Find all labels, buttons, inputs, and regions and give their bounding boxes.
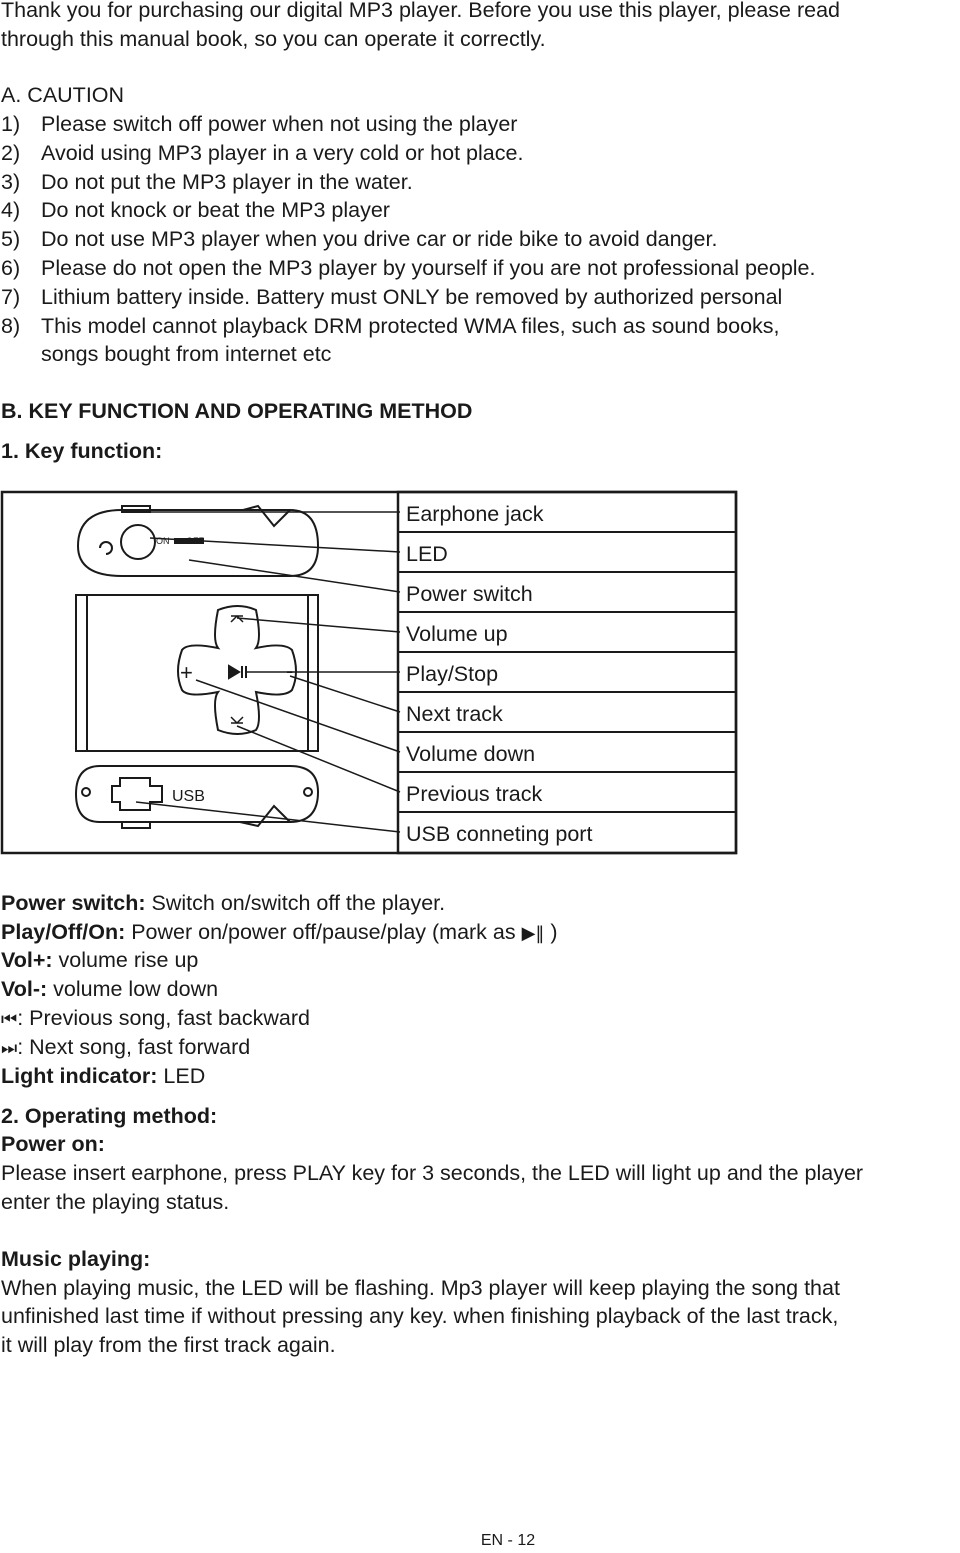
music-playing-heading: Music playing: bbox=[1, 1247, 151, 1271]
previous-track-icon: ⏮ bbox=[1, 1009, 18, 1030]
caution-item: 3)Do not put the MP3 player in the water… bbox=[1, 170, 413, 194]
label-previous-track: Previous track bbox=[406, 782, 543, 806]
next-track-icon: ⏭ bbox=[1, 1038, 18, 1059]
power-switch-slider bbox=[174, 538, 204, 544]
switch-off-label: OFF bbox=[186, 536, 204, 546]
caution-item: 4)Do not knock or beat the MP3 player bbox=[1, 198, 390, 222]
music-text-3: it will play from the first track again. bbox=[1, 1333, 336, 1357]
key-function-heading: 1. Key function: bbox=[1, 439, 163, 463]
volume-plus-label: + bbox=[180, 660, 193, 685]
mp3-player-drawing: ON OFF + - USB bbox=[0, 490, 738, 855]
label-play-stop: Play/Stop bbox=[406, 662, 499, 686]
caution-item: 1)Please switch off power when not using… bbox=[1, 112, 518, 136]
play-pause-icon: ▶‖ bbox=[521, 923, 545, 944]
function-vol-plus: Vol+: volume rise up bbox=[1, 948, 199, 972]
label-led: LED bbox=[406, 542, 448, 566]
function-previous: ⏮: Previous song, fast backward bbox=[1, 1006, 310, 1030]
volume-minus-label: - bbox=[286, 658, 293, 683]
label-usb-port: USB conneting port bbox=[406, 822, 593, 846]
key-function-diagram: ON OFF + - USB Earphone jack LED Power s… bbox=[0, 490, 740, 856]
label-volume-down: Volume down bbox=[406, 742, 536, 766]
caution-item: 6)Please do not open the MP3 player by y… bbox=[1, 256, 816, 280]
power-on-heading: Power on: bbox=[1, 1132, 105, 1156]
caution-item: 7)Lithium battery inside. Battery must O… bbox=[1, 285, 783, 309]
power-on-text-1: Please insert earphone, press PLAY key f… bbox=[1, 1161, 864, 1185]
intro-line-2: through this manual book, so you can ope… bbox=[1, 27, 546, 51]
switch-on-label: ON bbox=[156, 536, 170, 546]
power-on-text-2: enter the playing status. bbox=[1, 1190, 230, 1214]
caution-item: 2)Avoid using MP3 player in a very cold … bbox=[1, 141, 524, 165]
function-next: ⏭: Next song, fast forward bbox=[1, 1035, 251, 1059]
function-play: Play/Off/On: Power on/power off/pause/pl… bbox=[1, 920, 558, 944]
caution-item: 5)Do not use MP3 player when you drive c… bbox=[1, 227, 718, 251]
label-volume-up: Volume up bbox=[406, 622, 508, 646]
function-vol-minus: Vol-: volume low down bbox=[1, 977, 219, 1001]
caution-item: songs bought from internet etc bbox=[41, 342, 332, 366]
caution-heading: A. CAUTION bbox=[1, 83, 125, 107]
section-b-heading: B. KEY FUNCTION AND OPERATING METHOD bbox=[1, 399, 473, 423]
page-number: EN - 12 bbox=[480, 1532, 536, 1549]
caution-item: 8)This model cannot playback DRM protect… bbox=[1, 314, 780, 338]
label-earphone-jack: Earphone jack bbox=[406, 502, 544, 526]
label-power-switch: Power switch bbox=[406, 582, 533, 606]
intro-line-1: Thank you for purchasing our digital MP3… bbox=[1, 0, 840, 22]
operating-heading: 2. Operating method: bbox=[1, 1104, 218, 1128]
label-next-track: Next track bbox=[406, 702, 503, 726]
function-light: Light indicator: LED bbox=[1, 1064, 206, 1088]
music-text-2: unfinished last time if without pressing… bbox=[1, 1304, 839, 1328]
usb-label: USB bbox=[172, 788, 205, 805]
music-text-1: When playing music, the LED will be flas… bbox=[1, 1276, 840, 1300]
function-power-switch: Power switch: Switch on/switch off the p… bbox=[1, 891, 446, 915]
